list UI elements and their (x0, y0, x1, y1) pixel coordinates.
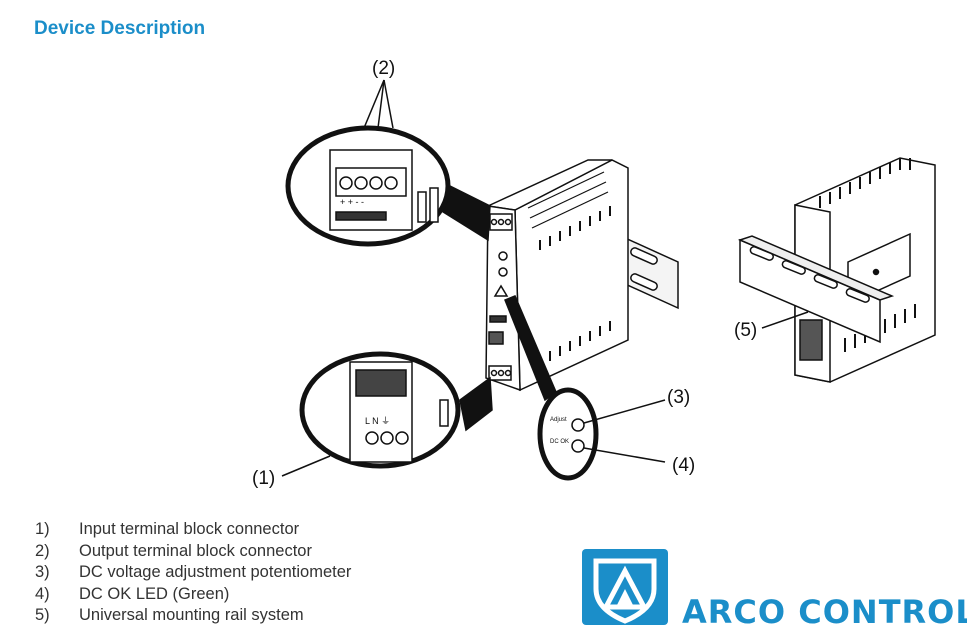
legend-number: 5) (35, 606, 50, 624)
legend-number: 3) (35, 563, 50, 581)
power-supply-front (485, 159, 679, 392)
zoom-adjust-led: Adjust DC OK (504, 295, 666, 481)
legend-text: Universal mounting rail system (79, 606, 304, 624)
legend-number: 1) (35, 520, 50, 538)
legend-number: 4) (35, 584, 50, 603)
legend-item: 3) DC voltage adjustment potentiometer (35, 562, 351, 584)
dcok-label: DC OK (550, 439, 569, 445)
page-title: Device Description (34, 18, 206, 39)
callout-4: (4) (672, 455, 696, 476)
arco-logo (582, 549, 668, 625)
component-legend: 1) Input terminal block connector 2) Outpu… (35, 519, 351, 627)
adjust-label: Adjust (550, 417, 567, 423)
legend-text: Input terminal block connector (79, 520, 300, 538)
zoom-input-terminal: L N ⏚ (281, 351, 493, 477)
legend-text: DC OK LED (Green) (79, 584, 230, 603)
input-pin-labels: L N ⏚ (365, 416, 390, 426)
callout-2: (2) (372, 58, 396, 79)
power-supply-rear (737, 157, 936, 383)
legend-item: 4) DC OK LED (Green) (35, 584, 351, 606)
brand-name: ARCO CONTROL (682, 593, 967, 631)
legend-number: 2) (35, 541, 50, 560)
legend-item: 2) Output terminal block connector (35, 541, 351, 563)
legend-item: 5) Universal mounting rail system (35, 605, 351, 627)
output-pin-labels: + + - - (340, 197, 364, 207)
callout-3: (3) (667, 387, 691, 408)
legend-item: 1) Input terminal block connector (35, 519, 351, 541)
legend-text: Output terminal block connector (79, 541, 312, 560)
legend-text: DC voltage adjustment potentiometer (79, 563, 352, 581)
callout-1: (1) (252, 468, 276, 489)
zoom-output-terminal: + + - - (285, 79, 491, 247)
callout-5: (5) (734, 320, 758, 341)
